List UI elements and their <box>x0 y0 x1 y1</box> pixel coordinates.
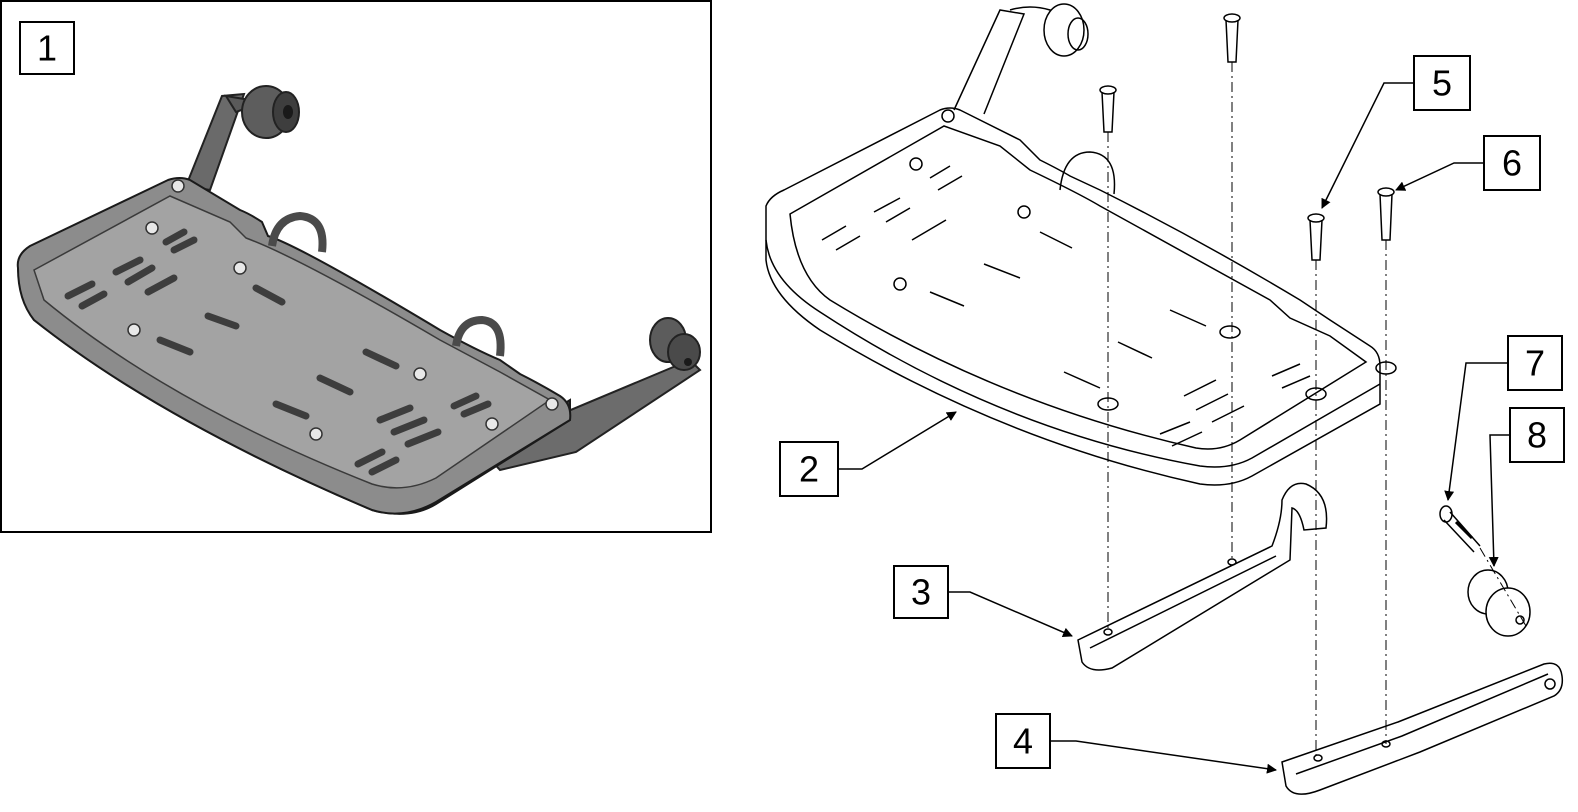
part-3-rear-bracket <box>1077 482 1328 671</box>
part-4-front-bracket <box>1281 662 1564 795</box>
screw-d <box>1377 187 1395 241</box>
callout-7-label: 7 <box>1525 343 1545 384</box>
part-2-footplate <box>765 3 1397 486</box>
callout-4: 4 <box>995 713 1277 774</box>
callout-7: 7 <box>1444 335 1563 501</box>
callout-3-label: 3 <box>911 572 931 613</box>
callout-6: 6 <box>1395 135 1541 191</box>
callout-3: 3 <box>893 565 1073 638</box>
callout-5-label: 5 <box>1432 63 1452 104</box>
callout-8: 8 <box>1488 407 1565 567</box>
part-7-bolt <box>1439 505 1481 553</box>
callout-5: 5 <box>1321 55 1471 209</box>
assembled-footplate <box>16 177 572 515</box>
screw-a <box>1099 85 1117 133</box>
screw-c <box>1307 213 1325 261</box>
assembled-rear-bracket <box>184 85 300 192</box>
part-8-bumper <box>1467 569 1531 637</box>
callout-2: 2 <box>779 411 957 497</box>
callout-8-label: 8 <box>1527 415 1547 456</box>
screw-group <box>1099 13 1395 261</box>
assembled-view-panel: 1 <box>0 0 712 533</box>
alignment-lines <box>1107 62 1527 758</box>
callout-6-label: 6 <box>1502 143 1522 184</box>
callout-1: 1 <box>19 21 75 75</box>
screw-b <box>1223 13 1241 63</box>
exploded-view <box>765 3 1564 795</box>
callout-2-label: 2 <box>799 449 819 490</box>
callout-1-label: 1 <box>37 28 57 69</box>
callout-4-label: 4 <box>1013 721 1033 762</box>
